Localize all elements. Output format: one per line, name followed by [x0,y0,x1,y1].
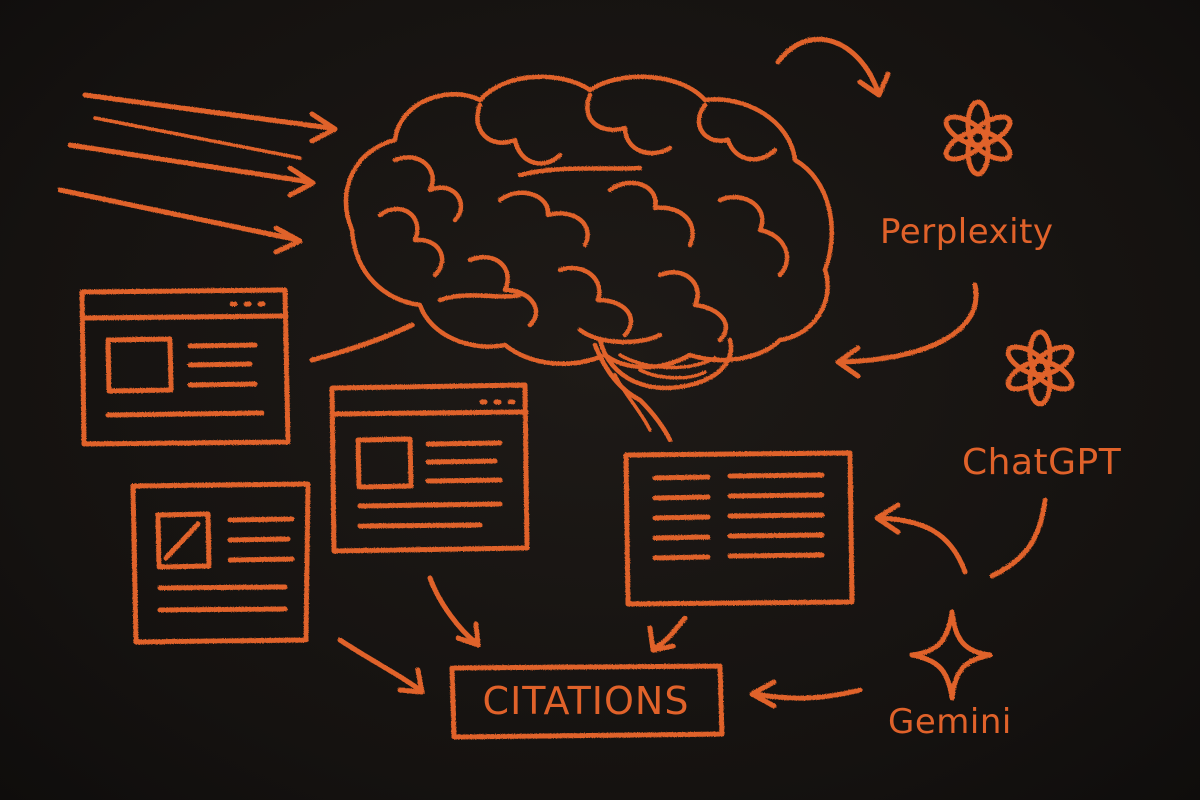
brain-icon [343,74,834,443]
sparkle-star-icon [909,609,993,701]
citations-label: CITATIONS [482,679,690,723]
openai-knot-icon [1004,332,1076,404]
perplexity-label: Perplexity [880,212,1054,252]
connector-arrows [309,36,1048,709]
browser-window-b [329,382,530,554]
incoming-arrows [57,92,338,255]
gemini-label: Gemini [888,702,1012,742]
openai-knot-icon [942,102,1014,174]
browser-window-c [130,481,311,645]
citations-box [449,663,725,740]
document-card [623,450,855,607]
browser-window-a [79,287,291,447]
chatgpt-label: ChatGPT [962,442,1122,483]
